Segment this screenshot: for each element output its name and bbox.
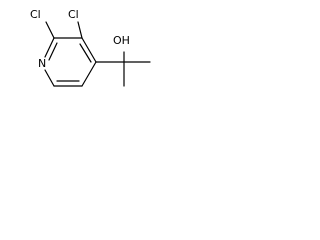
atom-label-chlorine-top: Cl (68, 8, 79, 21)
atom-label-nitrogen: N (38, 57, 46, 70)
atom-label-hydroxyl: OH (113, 34, 130, 47)
atom-label-chlorine-left: Cl (30, 8, 41, 21)
bond-c3-c4-inner (79, 43, 92, 63)
bond-c3-c4 (81, 37, 97, 63)
bond-c3-cl (77, 21, 83, 39)
bond-c6-n (44, 69, 55, 87)
bond-n-c2 (44, 37, 55, 58)
molecule-drawing: Cl Cl N OH (30, 8, 151, 87)
structure-canvas: Cl Cl N OH (0, 0, 176, 120)
bond-c4-c5 (81, 61, 97, 87)
bond-n-c2-inner (48, 42, 58, 61)
bond-c2-cl (45, 21, 55, 39)
